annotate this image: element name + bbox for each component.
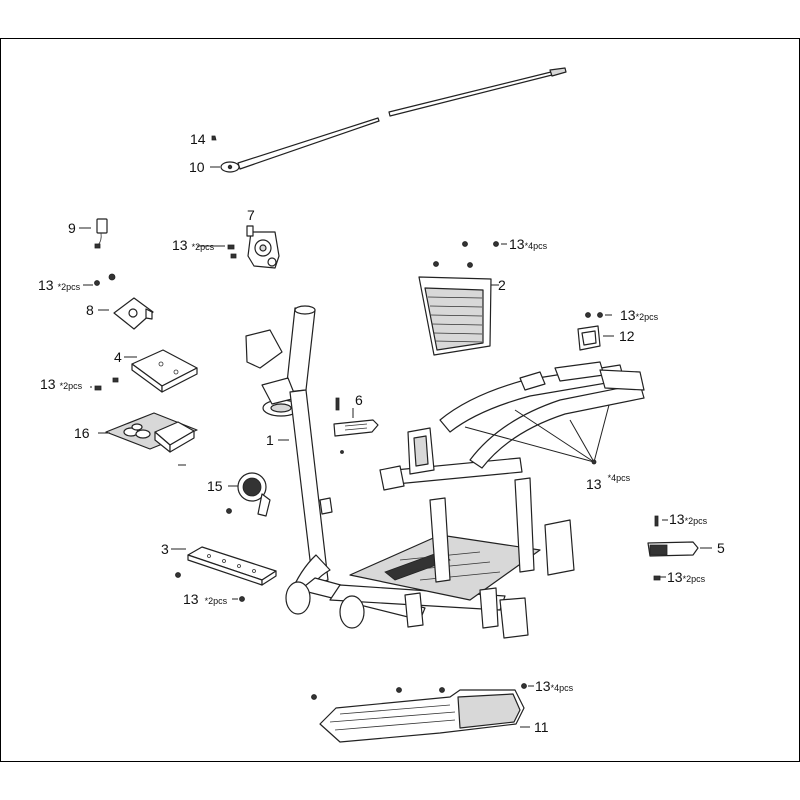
part-10-rod [220,67,567,173]
fastener-labels: 13*4pcs 13*2pcs 13*2pcs 13*2pcs 13*2pcs … [38,236,708,694]
part-4-plate [94,349,198,393]
part-12-clamp [577,312,603,351]
callout-10: 10 [189,159,205,175]
part-6-pedal [333,397,379,454]
diagram-border [0,38,800,762]
callout-6: 6 [355,392,363,408]
fastener-top-4pcs: 13*4pcs [509,236,548,252]
callout-4: 4 [114,349,122,365]
callout-2: 2 [498,277,506,293]
part-14-pin [211,135,217,141]
callout-labels: 14 10 9 7 8 4 16 15 3 1 6 2 12 5 11 [68,131,725,735]
fastener-part5-top-2pcs: 13*2pcs [669,511,708,527]
fastener-part7-2pcs: 13*2pcs [172,237,215,253]
fastener-part8-2pcs: 13*2pcs [38,277,81,293]
fastener-part4-2pcs: 13*2pcs [40,376,83,392]
part-11-undercover [311,683,527,743]
fastener-part5-bot-2pcs: 13*2pcs [667,569,706,585]
callout-12: 12 [619,328,635,344]
part-1-main-frame [245,305,645,639]
callout-7: 7 [247,207,255,223]
part-2-cover [418,241,499,356]
fastener-part12-2pcs: 13*2pcs [620,307,659,323]
callout-8: 8 [86,302,94,318]
part-15-horn [226,472,271,517]
part-5-pedal [647,515,699,581]
callout-3: 3 [161,541,169,557]
callout-5: 5 [717,540,725,556]
part-8-bracket [94,273,154,330]
callout-16: 16 [74,425,90,441]
fastener-part11-4pcs: 13*4pcs [535,678,574,694]
part-9-sensor [94,218,108,249]
fastener-frame-4pcs: 13*4pcs [586,473,631,492]
leader-lines [79,166,712,728]
callout-9: 9 [68,220,76,236]
part-3-rail [175,546,277,602]
callout-1: 1 [266,432,274,448]
part-7-ignition [227,225,280,269]
callout-15: 15 [207,478,223,494]
part-16-kit [105,412,198,466]
callout-11: 11 [534,719,549,735]
fastener-part3-2pcs: 13*2pcs [183,591,228,607]
callout-14: 14 [190,131,206,147]
